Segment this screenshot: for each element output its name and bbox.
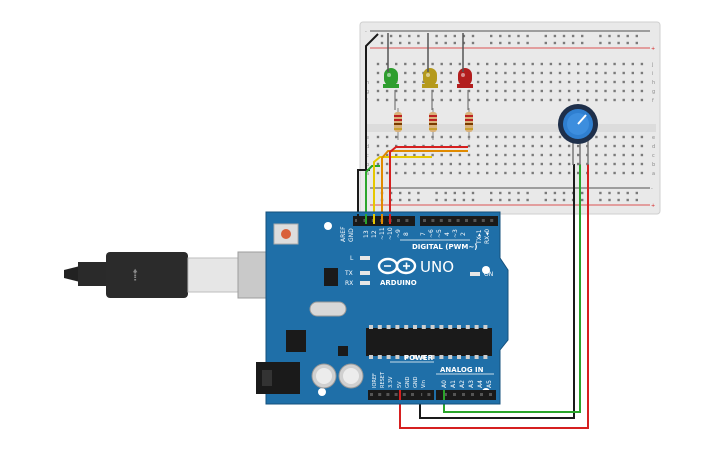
row-letter: j [651,62,653,68]
pin-label-reset: RESET [380,371,386,388]
resistor-2[interactable] [429,108,437,140]
pin-label-10: ~10 [387,227,394,240]
row-letter: c [366,153,369,159]
pin-label-2: 2 [460,232,467,236]
pin-label-3: ~3 [452,229,459,238]
voltage-regulator [286,330,306,352]
usb-cable[interactable]: ⭫ [64,251,301,299]
row-letter: h [652,80,655,86]
on-led-label: ON [484,271,493,278]
row-letter: d [366,144,369,150]
resistor-1[interactable] [394,108,402,140]
row-letter: a [652,171,655,177]
row-letter: h [366,80,369,86]
usb-plug-body [106,252,188,298]
resistor-3[interactable] [465,108,473,140]
row-letter: e [366,135,369,141]
analog-in-label: ANALOG IN [440,366,484,374]
knob-indicator [577,114,587,125]
row-letter: g [652,89,655,95]
rail-minus-label-bottom: - [651,186,653,192]
pin-label-13: 13 [363,230,370,238]
usb-cable-end [64,266,80,282]
usb-connector-metal [187,257,239,293]
wire-black-rail-gnd[interactable] [365,33,379,170]
analog-header [436,390,496,400]
breadboard-center-channel [366,124,656,132]
pin-label-7: 7 [420,232,427,236]
pin-label-12: 12 [371,230,378,238]
row-letter: g [366,89,369,95]
row-letter: b [366,162,369,168]
reset-button-cap[interactable] [281,229,291,239]
wire-black-pot-gnd[interactable] [419,164,575,419]
wire-black-gnd[interactable] [357,169,370,222]
pin-label-gnd-2: GND [413,376,419,388]
row-letter: i [652,71,653,77]
pin-label-ioref: IOREF [372,373,378,388]
wires [357,33,589,429]
pin-label-gnd-1: GND [405,376,411,388]
led-label-l: L [350,255,354,262]
pin-label-a2: A2 [459,380,466,388]
pin-label-a1: A1 [450,380,457,388]
pin-label-a5: A5 [486,380,493,388]
pin-label-vin: Vin [421,380,427,388]
led-group [383,68,473,88]
usb-chip [324,268,338,286]
wire-ends [357,214,445,400]
wire-red-pin10[interactable] [389,146,468,222]
row-letter: a [366,171,369,177]
rail-plus-label-bottom: + [651,203,655,209]
arduino-board[interactable]: AREF GND 13 12 ~11 ~10 ~9 8 7 ~6 ~5 4 ~3… [256,211,509,405]
pin-label-0: RX◂0 [484,229,491,244]
rail-minus-label: - [365,29,367,35]
atmega-chip [366,328,492,356]
rail-plus-label: + [651,46,655,52]
pin-label-5: ~5 [436,229,443,238]
wire-yellow-pin12[interactable] [373,156,432,222]
potentiometer[interactable] [558,104,598,165]
digital-pwm-label: DIGITAL (PWM~) [412,243,477,251]
pin-label-a4: A4 [477,380,484,388]
pin-label-a0: A0 [441,380,448,388]
wire-green-pin13[interactable] [365,165,380,222]
pin-label-4: 4 [444,232,451,236]
resistors [394,108,473,140]
pin-label-11: ~11 [379,227,386,240]
pin-label-9: ~9 [395,229,402,238]
pin-label-gnd: GND [348,228,355,242]
led-legs [387,33,469,110]
wire-red-pot-5v[interactable] [399,164,589,429]
pin-label-1: TX▸1 [476,229,483,245]
board-model-label: UNO [420,258,454,276]
digital-header-left [353,216,415,226]
pin-label-6: ~6 [428,229,435,238]
led-red[interactable] [457,68,473,88]
arduino-brand-label: ARDUINO [380,279,417,287]
led-yellow[interactable] [422,68,438,88]
wire-orange-pin11[interactable] [381,150,468,222]
led-label-tx: TX [344,270,353,277]
row-letter: c [652,153,655,159]
led-label-rx: RX [345,280,353,287]
pin-label-aref: AREF [340,226,347,242]
pin-label-3v3: 3.3V [388,376,394,388]
pin-label-5v: 5V [397,381,403,388]
crystal [309,301,347,317]
arduino-logo-icon [377,257,417,275]
row-letter: b [652,162,655,168]
row-letter: f [652,98,654,104]
pin-label-a3: A3 [468,380,475,388]
row-letter: d [652,144,655,150]
usb-icon: ⭫ [132,265,138,286]
led-green[interactable] [383,68,399,88]
row-letter: e [652,135,655,141]
pin-label-8: 8 [403,232,410,236]
power-label: POWER [404,354,434,362]
